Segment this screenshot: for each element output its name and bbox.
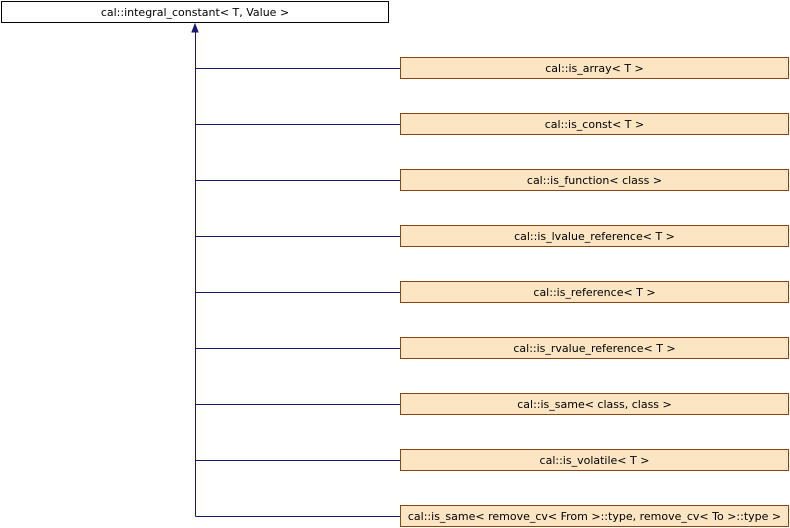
derived-label-is-function: cal::is_function< class > [526, 173, 663, 187]
derived-node-is-same[interactable]: cal::is_same< class, class > [400, 393, 789, 415]
base-class-node[interactable]: cal::integral_constant< T, Value > [1, 1, 389, 23]
derived-label-is-lvalue-reference: cal::is_lvalue_reference< T > [514, 229, 675, 243]
derived-label-is-volatile: cal::is_volatile< T > [539, 453, 650, 467]
derived-node-is-function[interactable]: cal::is_function< class > [400, 169, 789, 191]
derived-node-is-rvalue-reference[interactable]: cal::is_rvalue_reference< T > [400, 337, 789, 359]
derived-node-is-array[interactable]: cal::is_array< T > [400, 57, 789, 79]
derived-node-is-same-remove-cv[interactable]: cal::is_same< remove_cv< From >::type, r… [400, 505, 789, 527]
derived-node-is-volatile[interactable]: cal::is_volatile< T > [400, 449, 789, 471]
derived-node-is-const[interactable]: cal::is_const< T > [400, 113, 789, 135]
derived-label-is-const: cal::is_const< T > [544, 117, 645, 131]
derived-label-is-reference: cal::is_reference< T > [533, 285, 656, 299]
derived-label-is-same: cal::is_same< class, class > [517, 397, 672, 411]
derived-label-is-array: cal::is_array< T > [545, 61, 644, 75]
derived-node-is-reference[interactable]: cal::is_reference< T > [400, 281, 789, 303]
derived-label-is-rvalue-reference: cal::is_rvalue_reference< T > [513, 341, 676, 355]
derived-label-is-same-remove-cv: cal::is_same< remove_cv< From >::type, r… [407, 509, 782, 523]
derived-node-is-lvalue-reference[interactable]: cal::is_lvalue_reference< T > [400, 225, 789, 247]
base-class-label: cal::integral_constant< T, Value > [100, 5, 290, 19]
